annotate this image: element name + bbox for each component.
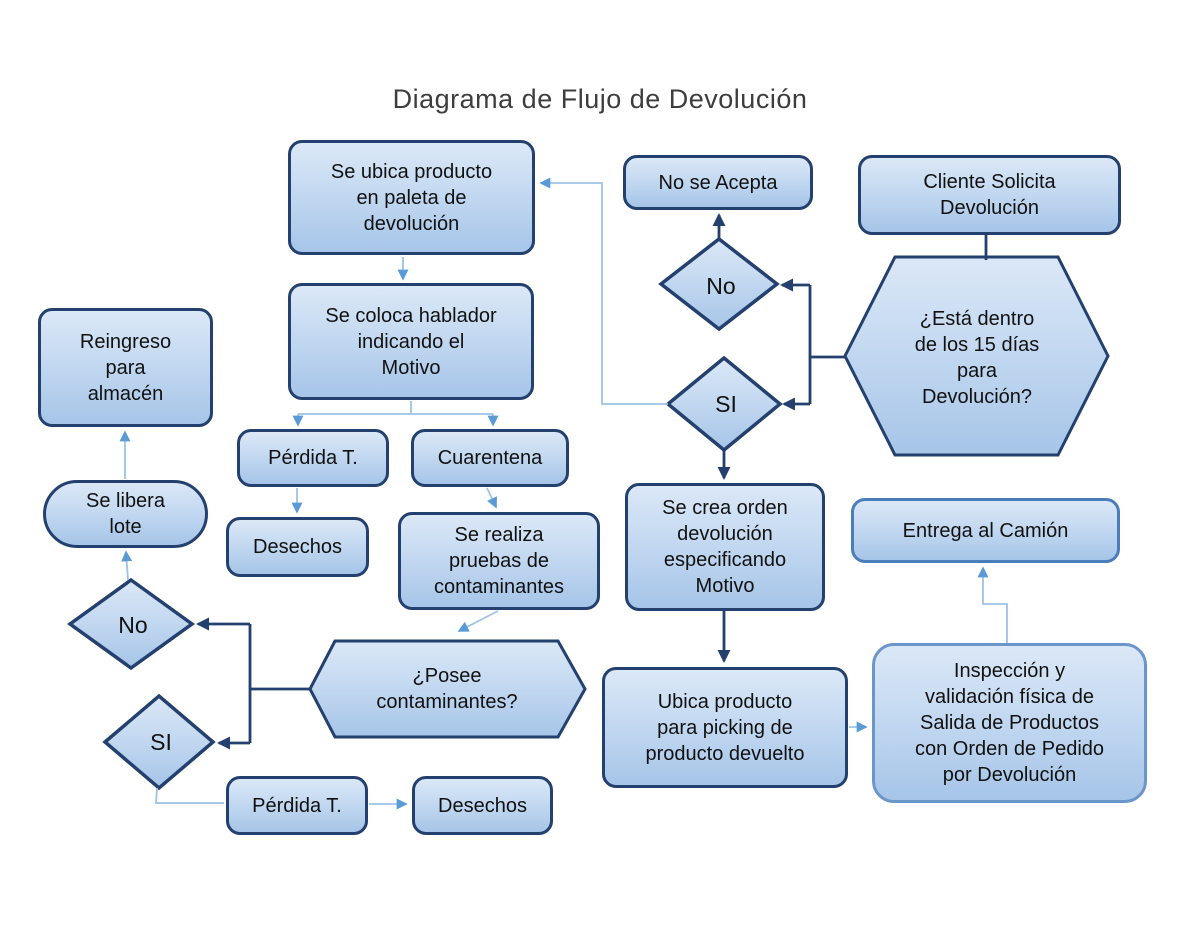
connector-si-left-to-perdida-inf	[155, 787, 224, 804]
node-inspeccion-validacion: Inspección y validación física de Salida…	[872, 643, 1147, 803]
diamond-si-decision-left	[102, 693, 216, 791]
node-reingreso-almacen: Reingreso para almacén	[38, 308, 213, 427]
node-label-no-decision-right: No	[706, 273, 736, 300]
node-perdida-t-inferior: Pérdida T.	[226, 776, 368, 835]
node-se-ubica-producto: Se ubica producto en paleta de devolució…	[288, 140, 535, 255]
node-label-esta-dentro-15-dias: ¿Está dentro de los 15 días para Devoluc…	[914, 308, 1040, 408]
connector-cuarentena-to-pruebas	[486, 487, 497, 509]
node-no-se-acepta: No se Acepta	[623, 155, 813, 210]
connector-si-right-to-se-ubica	[539, 177, 668, 405]
node-label-se-realiza-pruebas: Se realiza pruebas de contaminantes	[433, 524, 565, 598]
node-se-libera-lote: Se libera lote	[43, 480, 208, 548]
node-label-desechos-superior: Desechos	[253, 536, 342, 558]
connector-hexagon-split-stem	[808, 285, 845, 404]
node-se-realiza-pruebas: Se realiza pruebas de contaminantes	[398, 512, 600, 610]
connector-hablador-split-stem	[298, 401, 493, 415]
node-se-crea-orden: Se crea orden devolución especificando M…	[625, 483, 825, 611]
connector-inspeccion-to-entrega	[977, 566, 1008, 643]
diagram-title: Diagrama de Flujo de Devolución	[392, 84, 808, 114]
node-label-perdida-t-superior: Pérdida T.	[268, 447, 358, 469]
node-label-perdida-t-inferior: Pérdida T.	[252, 794, 342, 817]
node-entrega-camion: Entrega al Camión	[851, 498, 1120, 563]
diamond-si-decision-right	[665, 355, 783, 453]
node-cuarentena: Cuarentena	[411, 429, 569, 487]
node-label-ubica-producto-picking: Ubica producto para picking de producto …	[645, 690, 805, 765]
node-label-cuarentena: Cuarentena	[437, 447, 543, 469]
node-label-no-se-acepta: No se Acepta	[658, 171, 778, 194]
node-se-coloca-hablador: Se coloca hablador indicando el Motivo	[288, 283, 534, 400]
node-label-se-crea-orden: Se crea orden devolución especificando M…	[662, 497, 788, 597]
node-label-posee-contaminantes: ¿Posee contaminantes?	[376, 665, 518, 713]
node-desechos-inferior: Desechos	[412, 776, 553, 835]
node-label-se-coloca-hablador: Se coloca hablador indicando el Motivo	[325, 304, 497, 379]
node-cliente-solicita-devolucion: Cliente Solicita Devolución	[858, 155, 1121, 235]
connector-pruebas-to-posee	[457, 610, 499, 632]
node-ubica-producto-picking: Ubica producto para picking de producto …	[602, 667, 848, 788]
connector-posee-split-stem	[248, 624, 310, 743]
node-desechos-superior: Desechos	[226, 517, 369, 577]
node-label-desechos-inferior: Desechos	[438, 794, 527, 817]
node-label-inspeccion-validacion: Inspección y validación física de Salida…	[914, 660, 1105, 786]
hexagon-posee-contaminantes	[308, 639, 587, 739]
diamond-no-decision-left	[67, 577, 195, 671]
diamond-no-decision-right	[658, 236, 780, 332]
node-label-cliente-solicita-devolucion: Cliente Solicita Devolución	[923, 171, 1056, 219]
node-label-no-decision-left: No	[118, 612, 148, 639]
node-label-se-ubica-producto: Se ubica producto en paleta de devolució…	[330, 160, 493, 235]
node-perdida-t-superior: Pérdida T.	[237, 429, 389, 487]
node-label-si-decision-left: SI	[150, 729, 172, 756]
hexagon-esta-dentro-15-dias	[843, 255, 1110, 457]
node-label-si-decision-right: SI	[715, 391, 737, 418]
connector-no-left-to-se-libera	[121, 550, 133, 581]
node-label-reingreso-almacen: Reingreso para almacén	[79, 330, 172, 405]
node-label-entrega-camion: Entrega al Camión	[902, 519, 1069, 542]
node-label-se-libera-lote: Se libera lote	[86, 490, 165, 538]
